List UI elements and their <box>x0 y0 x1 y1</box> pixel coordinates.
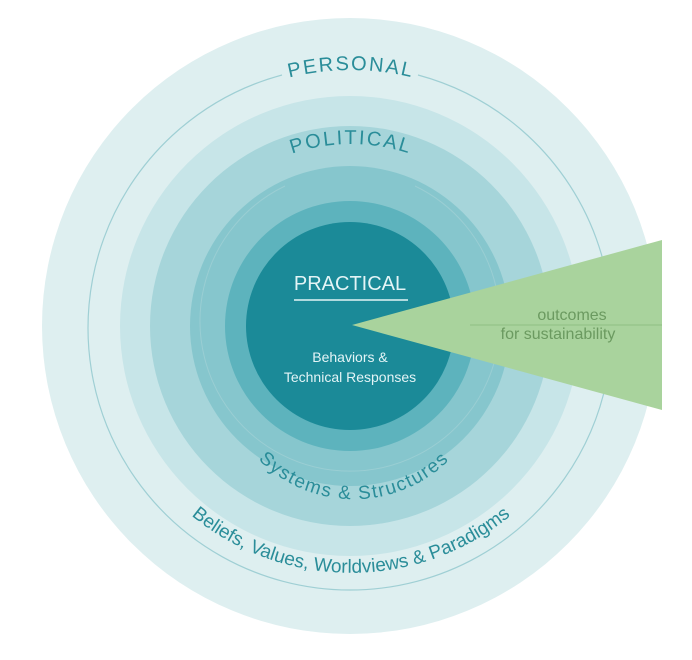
core-description-line2: Technical Responses <box>284 369 416 385</box>
outcomes-label-line2: for sustainability <box>501 326 616 343</box>
outcomes-label-line1: outcomes <box>537 307 606 324</box>
practical-core <box>246 222 454 430</box>
core-description-line1: Behaviors & <box>312 349 388 365</box>
political-guide-line <box>199 185 501 472</box>
practical-label: PRACTICAL <box>294 273 406 295</box>
personal-guide-line <box>87 74 613 591</box>
